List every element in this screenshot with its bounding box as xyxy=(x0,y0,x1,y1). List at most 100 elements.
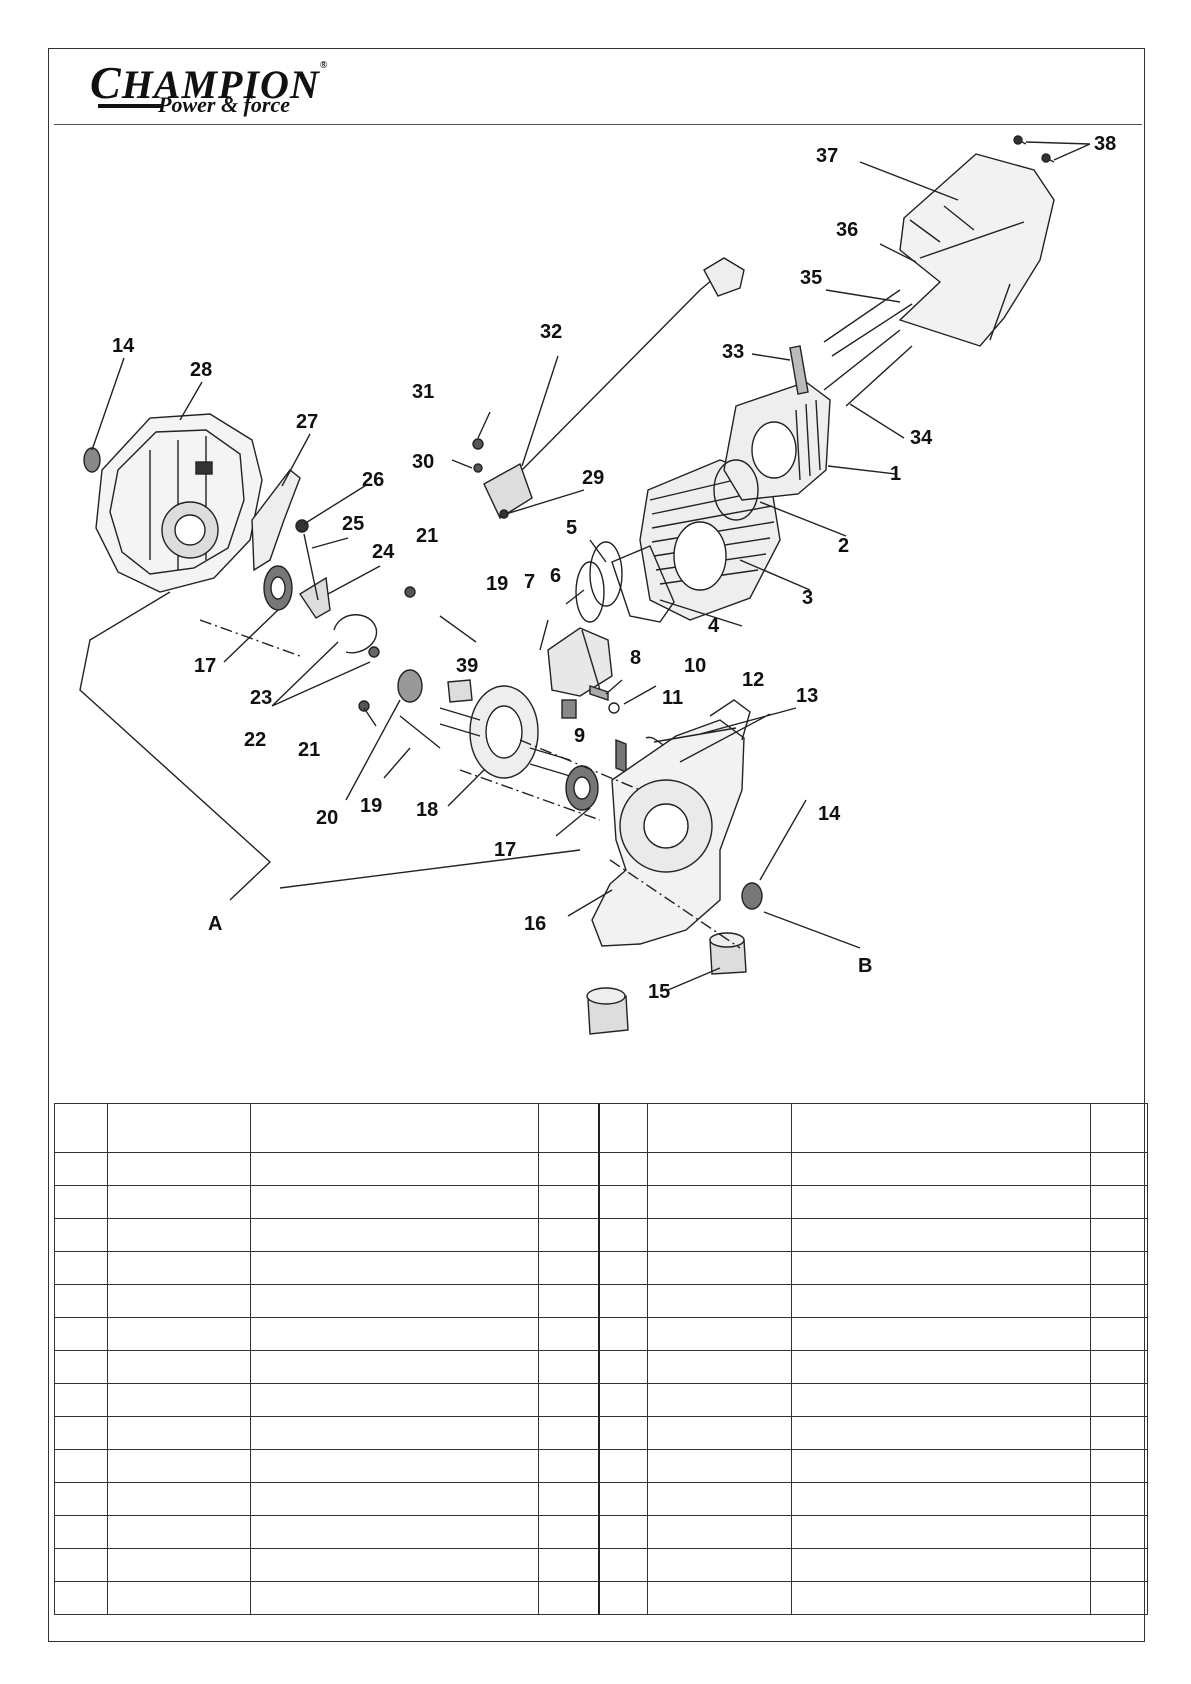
champion-logo: CHAMPION® Power & force xyxy=(90,54,330,120)
callout-A: A xyxy=(208,913,222,935)
table-row xyxy=(54,1515,1148,1549)
callout-23: 23 xyxy=(250,687,272,709)
needle-bearing-part xyxy=(561,699,577,719)
callout-29: 29 xyxy=(582,467,604,489)
table-cell xyxy=(250,1581,539,1615)
table-cell xyxy=(107,1350,251,1384)
table-cell xyxy=(597,1383,648,1417)
nut-lower-part xyxy=(358,700,370,712)
table-cell xyxy=(54,1416,108,1450)
callout-B: B xyxy=(858,955,872,977)
callout-8: 8 xyxy=(630,647,641,669)
table-cell xyxy=(1090,1548,1148,1582)
table-cell xyxy=(647,1218,792,1252)
table-cell xyxy=(1090,1152,1148,1186)
table-cell xyxy=(791,1350,1091,1384)
table-cell xyxy=(791,1449,1091,1483)
table-cell xyxy=(538,1317,599,1351)
pin-clip-part xyxy=(608,702,620,714)
table-cell xyxy=(597,1416,648,1450)
table-cell xyxy=(538,1350,599,1384)
table-cell xyxy=(791,1317,1091,1351)
table-cell xyxy=(1090,1251,1148,1285)
key-part xyxy=(615,738,627,774)
table-cell xyxy=(538,1449,599,1483)
table-cell xyxy=(54,1185,108,1219)
table-cell xyxy=(791,1416,1091,1450)
callout-35: 35 xyxy=(800,267,822,289)
pin-25-part xyxy=(303,533,319,601)
crankshaft-part xyxy=(439,679,571,779)
cylinder-head-part xyxy=(723,381,831,501)
table-cell xyxy=(647,1284,792,1318)
callout-31: 31 xyxy=(412,381,434,403)
washer-pair-part xyxy=(368,646,380,658)
table-cell xyxy=(107,1581,251,1615)
table-cell xyxy=(54,1548,108,1582)
parts-table xyxy=(54,1103,1148,1615)
table-cell xyxy=(1090,1515,1148,1549)
callout-15: 15 xyxy=(648,981,670,1003)
table-cell xyxy=(597,1581,648,1615)
callout-4: 4 xyxy=(708,615,720,637)
table-cell xyxy=(597,1449,648,1483)
page-frame xyxy=(48,48,1145,1642)
callout-28: 28 xyxy=(190,359,212,381)
logo-wordmark: CHAMPION® xyxy=(90,57,329,108)
table-cell xyxy=(791,1383,1091,1417)
callout-14-left: 14 xyxy=(112,335,135,357)
table-cell xyxy=(538,1515,599,1549)
table-cell xyxy=(597,1103,648,1153)
callout-19-lower: 19 xyxy=(360,795,382,817)
table-cell xyxy=(791,1482,1091,1516)
callout-36: 36 xyxy=(836,219,858,241)
table-cell xyxy=(597,1548,648,1582)
header-divider xyxy=(54,124,1142,125)
callout-6: 6 xyxy=(550,565,561,587)
callout-11: 11 xyxy=(662,687,683,709)
rubber-dampers-part xyxy=(586,932,747,1035)
table-cell xyxy=(791,1218,1091,1252)
piston-part xyxy=(547,627,613,697)
table-cell xyxy=(597,1185,648,1219)
table-row xyxy=(54,1317,1148,1351)
table-cell xyxy=(597,1152,648,1186)
table-cell xyxy=(54,1482,108,1516)
table-cell xyxy=(647,1416,792,1450)
callout-20: 20 xyxy=(316,807,338,829)
table-row xyxy=(54,1581,1148,1615)
table-cell xyxy=(54,1251,108,1285)
table-cell xyxy=(597,1350,648,1384)
table-cell xyxy=(791,1185,1091,1219)
table-row xyxy=(54,1383,1148,1417)
table-cell xyxy=(250,1317,539,1351)
table-cell xyxy=(647,1350,792,1384)
table-cell xyxy=(107,1218,251,1252)
table-cell xyxy=(538,1482,599,1516)
table-cell xyxy=(1090,1317,1148,1351)
table-cell xyxy=(647,1482,792,1516)
table-cell xyxy=(647,1185,792,1219)
table-cell xyxy=(1090,1350,1148,1384)
table-row xyxy=(54,1416,1148,1450)
table-cell xyxy=(791,1152,1091,1186)
table-cell xyxy=(54,1515,108,1549)
ignition-coil-part xyxy=(483,257,745,520)
table-cell xyxy=(107,1152,251,1186)
callout-16: 16 xyxy=(524,913,546,935)
table-cell xyxy=(538,1152,599,1186)
oil-seal-right-part xyxy=(741,882,763,910)
table-cell xyxy=(1090,1581,1148,1615)
table-cell xyxy=(250,1515,539,1549)
oil-seal-left-part xyxy=(83,447,101,473)
table-cell xyxy=(54,1218,108,1252)
table-row xyxy=(54,1548,1148,1582)
callout-34: 34 xyxy=(910,427,933,449)
table-cell xyxy=(250,1383,539,1417)
table-cell xyxy=(791,1284,1091,1318)
coil-washer-part xyxy=(473,463,483,473)
table-cell xyxy=(250,1350,539,1384)
table-cell xyxy=(107,1103,251,1153)
circlip-part xyxy=(333,614,378,654)
table-cell xyxy=(538,1103,599,1153)
